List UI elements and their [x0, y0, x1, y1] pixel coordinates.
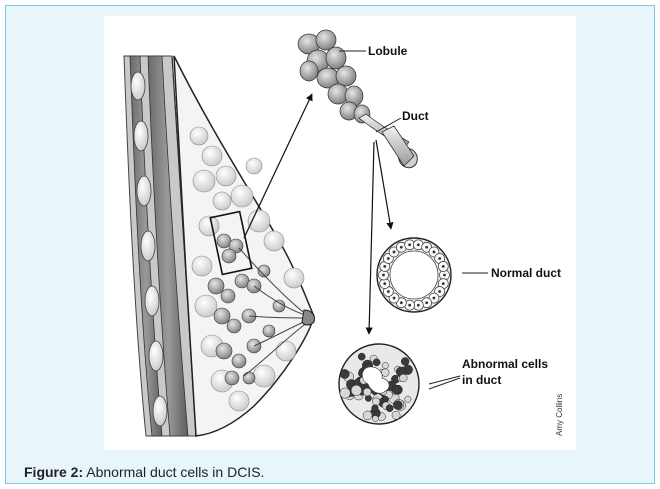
abnormal-cell — [358, 353, 365, 360]
cell-nucleus — [382, 274, 385, 277]
abnormal-cell — [382, 362, 388, 368]
cell-nucleus — [393, 297, 396, 300]
abnormal-cell — [363, 388, 371, 396]
cell-nucleus — [383, 282, 386, 285]
cell-nucleus — [400, 246, 403, 249]
cell-nucleus — [438, 290, 441, 293]
label-lobule: Lobule — [368, 44, 408, 58]
cell-nucleus — [400, 301, 403, 304]
breast-tissue — [174, 56, 315, 436]
cell-nucleus — [417, 304, 420, 307]
normal-duct-crosssection — [377, 238, 451, 312]
cell-nucleus — [417, 243, 420, 246]
abnormal-cell — [386, 405, 393, 412]
cell-nucleus — [443, 274, 446, 277]
cell-nucleus — [433, 297, 436, 300]
cell-nucleus — [387, 290, 390, 293]
cell-nucleus — [442, 282, 445, 285]
abnormal-cell — [351, 385, 362, 396]
label-normal-duct: Normal duct — [491, 266, 561, 280]
abnormal-cell — [382, 396, 388, 402]
figure-caption: Figure 2: Abnormal duct cells in DCIS. — [24, 464, 264, 480]
abnormal-cell — [372, 398, 380, 406]
breast-anatomy-diagram: Lobule Duct Normal duct Abnormal cells i… — [104, 16, 576, 450]
abnormal-cell — [401, 358, 409, 366]
abnormal-cell — [372, 416, 378, 422]
label-abnormal-cells-line2: in duct — [462, 373, 501, 387]
abnormal-cell — [392, 386, 400, 394]
abnormal-duct-crosssection — [339, 344, 419, 424]
cell-nucleus — [393, 251, 396, 254]
cell-nucleus — [408, 243, 411, 246]
abnormal-cell — [373, 359, 380, 366]
cell-nucleus — [442, 265, 445, 268]
caption-prefix: Figure 2: — [24, 464, 83, 480]
abnormal-cell — [399, 374, 407, 382]
figure-illustration: Lobule Duct Normal duct Abnormal cells i… — [104, 16, 576, 450]
cell-nucleus — [425, 301, 428, 304]
caption-text: Abnormal duct cells in DCIS. — [83, 464, 264, 480]
illustrator-credit: Amy Collins — [555, 394, 564, 436]
abnormal-cell — [340, 388, 350, 398]
figure-frame: Lobule Duct Normal duct Abnormal cells i… — [5, 5, 655, 484]
abnormal-cell — [372, 405, 379, 412]
label-abnormal-cells-line1: Abnormal cells — [462, 357, 548, 371]
cell-nucleus — [408, 304, 411, 307]
cell-nucleus — [433, 251, 436, 254]
cell-nucleus — [387, 257, 390, 260]
abnormal-cell — [405, 396, 411, 402]
cell-nucleus — [383, 265, 386, 268]
abnormal-cell — [363, 411, 372, 420]
abnormal-cell — [392, 411, 400, 419]
abnormal-cell — [393, 401, 402, 410]
label-duct: Duct — [402, 109, 429, 123]
cell-nucleus — [425, 246, 428, 249]
cell-nucleus — [438, 257, 441, 260]
abnormal-cell — [340, 369, 349, 378]
